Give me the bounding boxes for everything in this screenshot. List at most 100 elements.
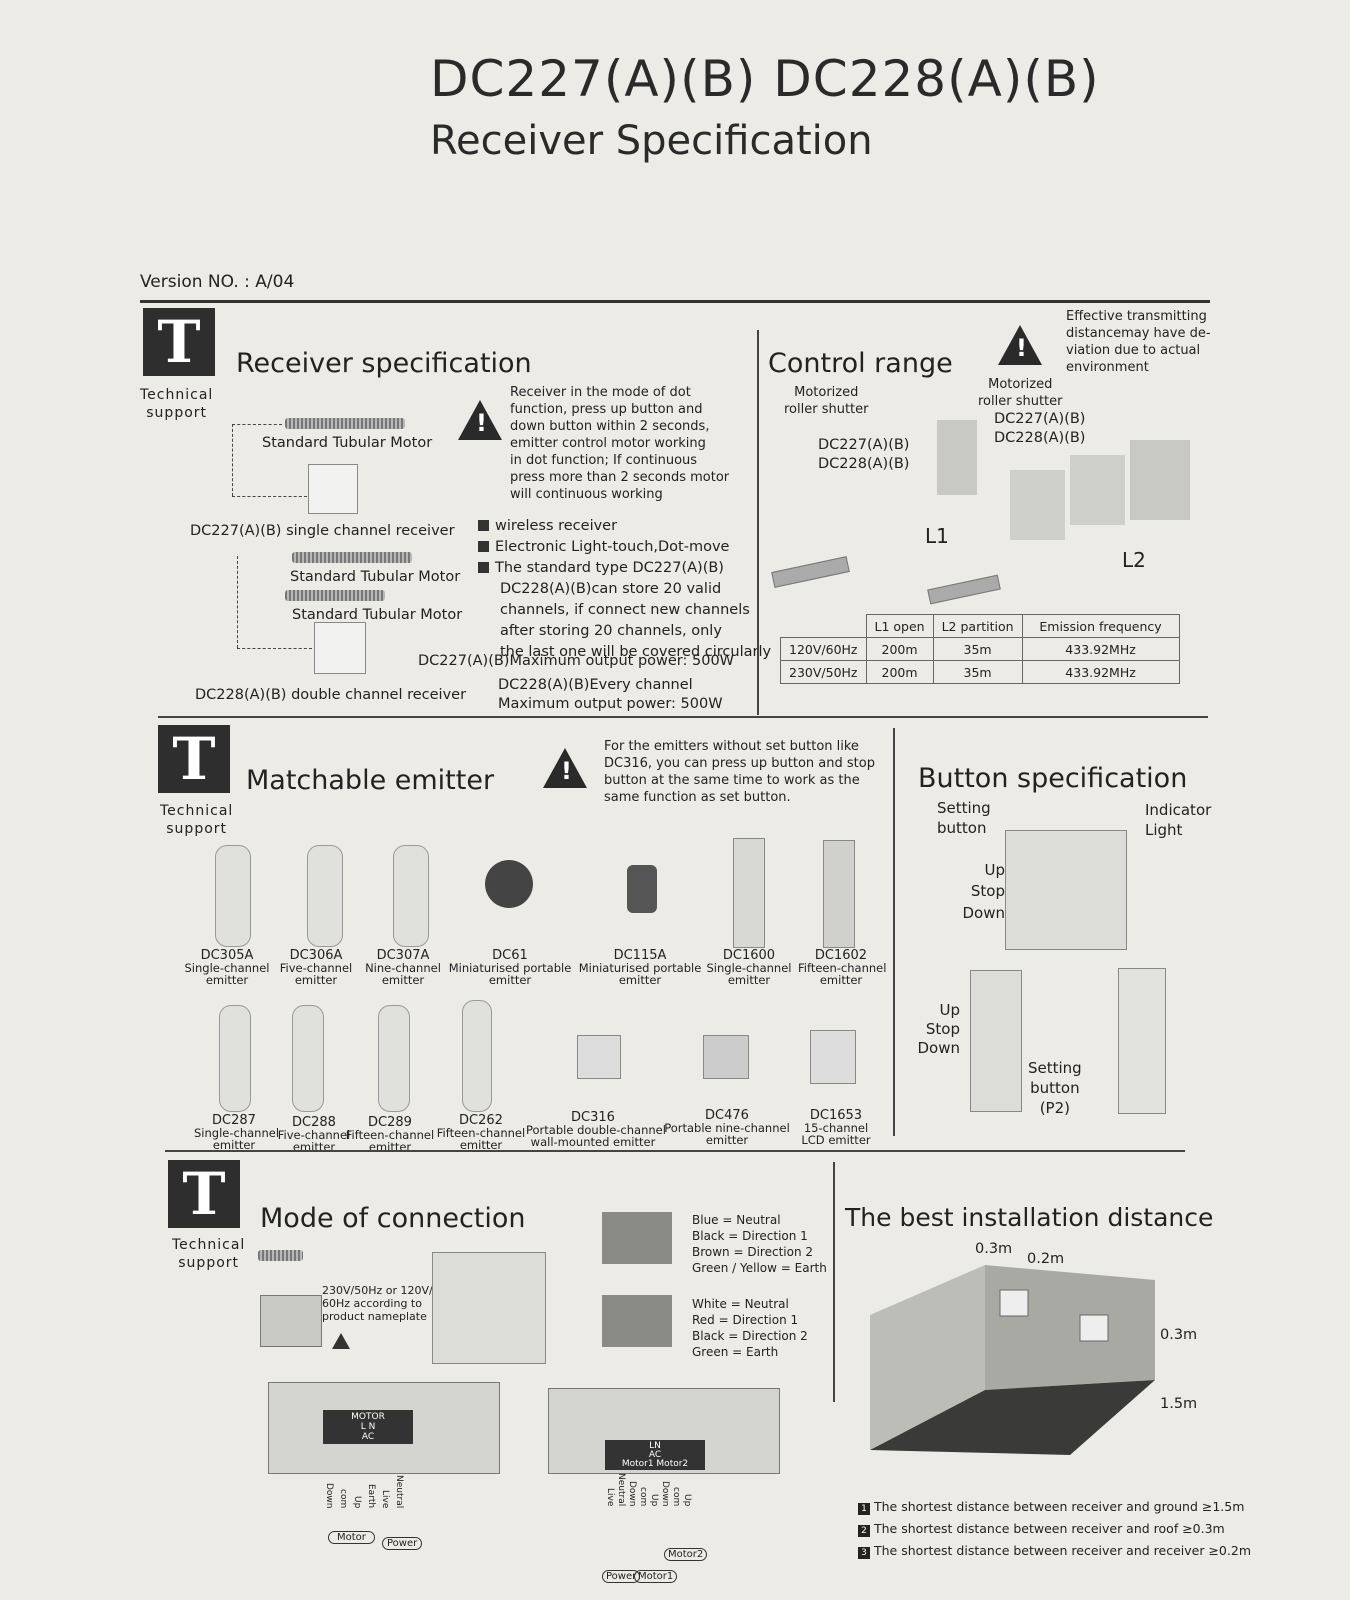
up-label: Up [939,1001,960,1019]
tubular-motor-image [285,590,385,601]
motor-terminal-label: Motor [328,1531,375,1544]
tubular-motor-image [258,1250,303,1261]
motor2-terminal-label: Motor2 [664,1548,708,1561]
table-header: L1 open [865,614,934,638]
shutter-wall-image [937,420,977,495]
wire-line [237,556,239,648]
model-label-left: DC227(A)(B)DC228(A)(B) [818,437,910,472]
control-range-table: L1 open L2 partition Emission frequency … [780,614,1180,684]
document-title: DC227(A)(B) DC228(A)(B) [430,50,1100,108]
emitter-dc61-image [485,860,533,908]
table-header-row: L1 open L2 partition Emission frequency [781,614,1180,638]
table-header: L2 partition [932,614,1023,638]
receiver-on-wall [1079,1314,1109,1342]
emitter-image [771,556,850,588]
distance-label: 0.3m [975,1241,1013,1257]
matchable-emitter-heading: Matchable emitter [246,765,495,796]
warning-icon: ! [998,325,1042,365]
single-receiver-label: DC227(A)(B) single channel receiver [190,523,455,539]
section-divider [158,716,1208,718]
l2-label: L2 [1122,548,1146,572]
motor-label: Standard Tubular Motor [290,569,461,585]
motor-label: Standard Tubular Motor [262,435,433,451]
emitter-dc476-image [703,1035,749,1079]
dc227-power: DC227(A)(B)Maximum output power: 500W [418,653,735,669]
receiver-on-wall [999,1289,1029,1317]
table-row: 120V/60Hz 200m 35m 433.92MHz [780,637,1180,661]
table-cell: 433.92MHz [1021,660,1180,684]
emitter-dc305a-image [215,845,251,947]
button-spec-heading: Button specification [918,763,1188,794]
wire-bundle-image [602,1295,672,1347]
room-diagram [870,1265,1155,1455]
motor1-terminal-label: Motor1 [634,1570,678,1583]
document-subtitle: Receiver Specification [430,118,873,164]
receiver-open-image [432,1252,546,1364]
l1-label: L1 [925,524,949,548]
emitter-dc287-image [219,1005,251,1112]
list-item: Electronic Light-touch,Dot-move [478,537,771,558]
section-divider [757,330,759,715]
technical-support-logo: T [143,308,215,376]
table-cell: 433.92MHz [1021,637,1180,661]
emitter-dc262-image [462,1000,492,1112]
tubular-motor-image [285,418,405,429]
installation-heading: The best installation distance [845,1203,1214,1232]
warning-icon: ! [543,748,587,788]
receiver-double-image [314,622,366,674]
stop-label: Stop [925,1020,960,1038]
wire-line [232,424,234,496]
receiver-panel-image [1005,830,1127,950]
top-divider [140,300,1210,303]
wire-line [232,496,307,498]
distance-label: 1.5m [1160,1396,1198,1412]
receiver-wiring-image [260,1295,322,1347]
table-cell: 200m [865,660,934,684]
table-row: 230V/50Hz 200m 35m 433.92MHz [780,660,1180,684]
version-number: Version NO. : A/04 [140,272,295,292]
emitter-dc288-image [292,1005,324,1112]
wire-bundle-image [602,1212,672,1264]
table-cell: 35m [932,660,1023,684]
motor-label: Standard Tubular Motor [292,607,463,623]
set-button-warning: For the emitters without set button like… [604,739,875,805]
table-cell: 120V/60Hz [780,637,867,661]
tubular-motor-image [292,552,412,563]
receiver-features-list: wireless receiver Electronic Light-touch… [478,516,771,663]
room-floor [870,1380,1155,1455]
emitter-dc1600-image [733,838,765,948]
down-label: Down [917,1039,960,1057]
emitter-dc1653-image [810,1030,856,1084]
down-label: Down [962,904,1005,922]
emitter-dc316-image [577,1035,621,1079]
emitter-panel-image [970,970,1022,1112]
list-item: wireless receiver [478,516,771,537]
section-divider [833,1162,835,1402]
double-receiver-label: DC228(A)(B) double channel receiver [195,687,467,703]
warning-icon [332,1333,350,1349]
receiver-spec-heading: Receiver specification [236,348,532,379]
section-divider [893,728,895,1136]
emitter-dc1602-image [823,840,855,948]
receiver-single-image [308,464,358,514]
